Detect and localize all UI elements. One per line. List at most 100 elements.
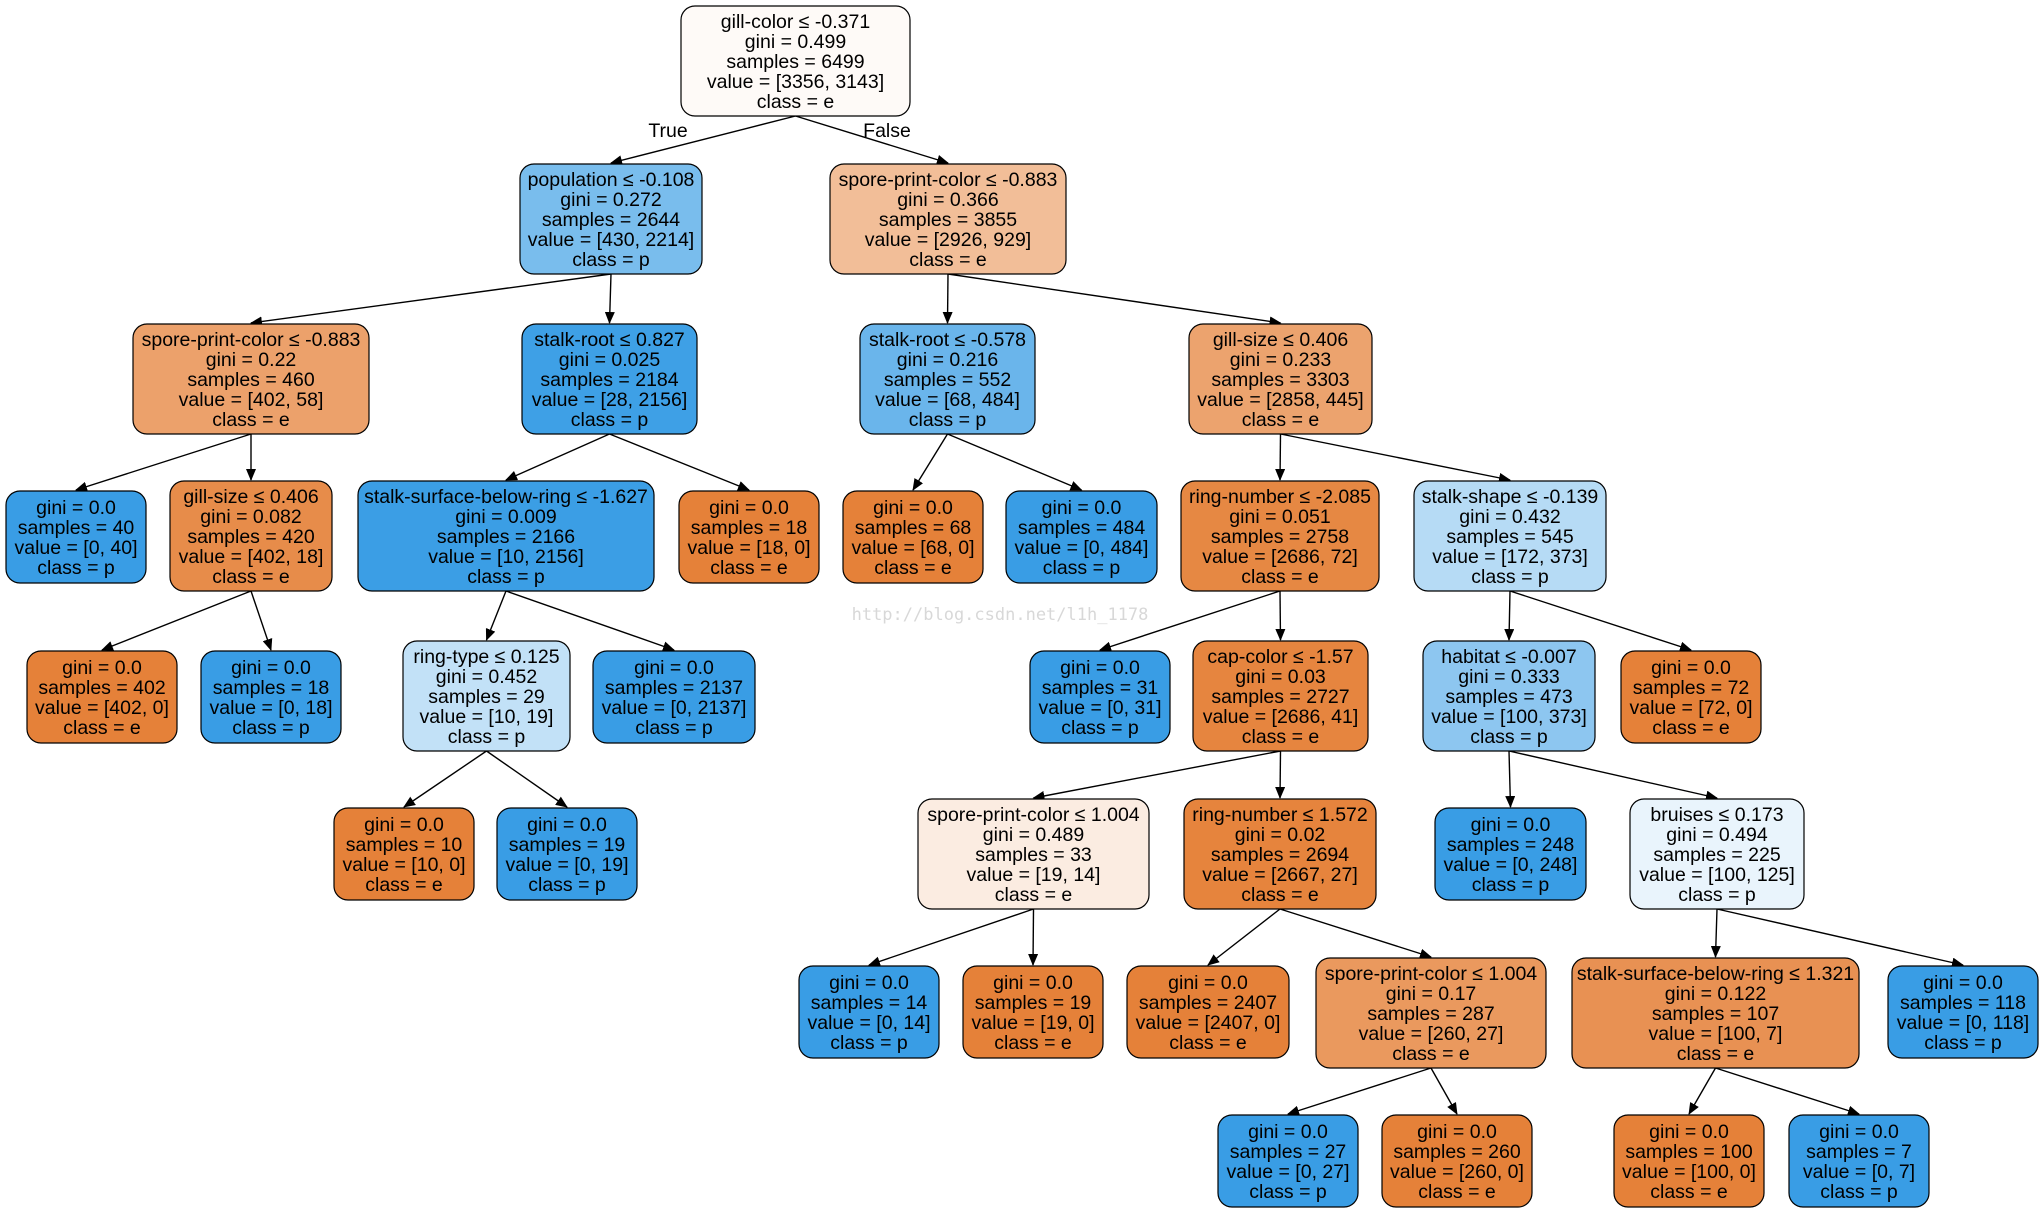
node-line: samples = 31 xyxy=(1042,677,1159,699)
node-line: gini = 0.0 xyxy=(1651,657,1731,679)
node-line: samples = 19 xyxy=(975,992,1092,1014)
edge-n1-n2 xyxy=(250,273,612,327)
node-line: gini = 0.333 xyxy=(1458,666,1559,688)
node-line: value = [19, 14] xyxy=(967,864,1101,886)
edge-n33-n34 xyxy=(1710,908,1721,958)
node-line: value = [172, 373] xyxy=(1432,546,1588,568)
node-box xyxy=(1788,1114,1930,1208)
node-line: samples = 2166 xyxy=(437,526,575,548)
node-line: value = [0, 248] xyxy=(1444,854,1578,876)
node-box xyxy=(1126,965,1290,1059)
node-line: gini = 0.0 xyxy=(634,657,714,679)
node-line: samples = 7 xyxy=(1806,1141,1912,1163)
node-line: value = [2407, 0] xyxy=(1136,1012,1281,1034)
node-box xyxy=(962,965,1104,1059)
node-line: value = [100, 0] xyxy=(1622,1161,1756,1183)
node-line: value = [260, 27] xyxy=(1359,1023,1504,1045)
node-box xyxy=(1029,650,1171,744)
node-line: gini = 0.0 xyxy=(1417,1121,1497,1143)
node-line: class = e xyxy=(1241,566,1319,588)
edge-n19-n20 xyxy=(1099,590,1281,652)
node-box xyxy=(917,798,1150,910)
node-line: gill-size ≤ 0.406 xyxy=(1213,329,1348,351)
node-line: gini = 0.0 xyxy=(364,814,444,836)
node-line: value = [0, 40] xyxy=(14,537,137,559)
node-box xyxy=(829,163,1067,275)
node-line: samples = 18 xyxy=(691,517,808,539)
edge-n18-n30 xyxy=(1280,433,1511,483)
node-line: stalk-surface-below-ring ≤ 1.321 xyxy=(1577,963,1854,985)
node-line: samples = 2184 xyxy=(540,369,678,391)
node-line: gini = 0.0 xyxy=(1649,1121,1729,1143)
node-line: samples = 118 xyxy=(1900,992,2026,1014)
node-line: ring-number ≤ 1.572 xyxy=(1192,804,1367,826)
node-line: samples = 484 xyxy=(1018,517,1146,539)
node-line: gini = 0.0 xyxy=(1819,1121,1899,1143)
node-line: stalk-shape ≤ -0.139 xyxy=(1422,486,1599,508)
node-line: class = e xyxy=(1418,1181,1496,1203)
node-line: value = [28, 2156] xyxy=(532,389,688,411)
edge-n30-n31 xyxy=(1504,590,1515,641)
node-box xyxy=(1183,798,1377,910)
node-line: value = [260, 0] xyxy=(1390,1161,1524,1183)
node-line: value = [100, 373] xyxy=(1431,706,1587,728)
edge-n31-n32 xyxy=(1505,750,1516,808)
node-line: class = e xyxy=(1241,884,1319,906)
node-line: samples = 260 xyxy=(1393,1141,1521,1163)
edge-n7-n13 xyxy=(609,433,750,491)
edge-n14-n15 xyxy=(942,273,953,324)
node-line: class = e xyxy=(212,409,290,431)
node-box xyxy=(678,490,820,584)
node-line: samples = 100 xyxy=(1625,1141,1753,1163)
edge-n33-n37 xyxy=(1716,908,1964,968)
edge-n0-n14 xyxy=(795,115,949,165)
edge-n2-n3 xyxy=(75,433,252,492)
node-box xyxy=(519,163,703,275)
edge-n34-n35 xyxy=(1688,1067,1717,1115)
node-line: class = e xyxy=(212,566,290,588)
edge-n30-n38 xyxy=(1509,590,1692,652)
edge-n4-n6 xyxy=(250,590,273,651)
node-line: samples = 420 xyxy=(187,526,315,548)
node-line: samples = 225 xyxy=(1653,844,1781,866)
node-line: samples = 27 xyxy=(1230,1141,1347,1163)
node-line: stalk-surface-below-ring ≤ -1.627 xyxy=(364,486,648,508)
node-line: gini = 0.0 xyxy=(527,814,607,836)
node-line: stalk-root ≤ -0.578 xyxy=(869,329,1026,351)
node-line: samples = 460 xyxy=(187,369,315,391)
node-line: samples = 402 xyxy=(38,677,165,699)
node-line: samples = 287 xyxy=(1367,1003,1494,1025)
node-box xyxy=(842,490,984,584)
node-line: gini = 0.0 xyxy=(1248,1121,1328,1143)
node-box xyxy=(680,5,911,117)
node-line: value = [3356, 3143] xyxy=(707,71,884,93)
node-box xyxy=(1413,480,1607,592)
node-line: class = p xyxy=(1924,1032,2002,1054)
node-line: cap-color ≤ -1.57 xyxy=(1207,646,1353,668)
node-line: samples = 552 xyxy=(884,369,1011,391)
node-line: value = [2667, 27] xyxy=(1202,864,1358,886)
node-line: class = p xyxy=(1820,1181,1898,1203)
node-line: class = e xyxy=(1650,1181,1728,1203)
node-line: samples = 2137 xyxy=(605,677,743,699)
edge-n15-n17 xyxy=(947,433,1083,491)
edge-label-false: False xyxy=(863,120,911,142)
node-line: gini = 0.0 xyxy=(993,972,1073,994)
edge-n9-n10 xyxy=(403,750,487,808)
edge-n27-n29 xyxy=(1430,1067,1458,1115)
node-line: value = [10, 0] xyxy=(342,854,465,876)
node-line: value = [2686, 41] xyxy=(1203,706,1359,728)
node-line: value = [402, 0] xyxy=(35,697,169,719)
